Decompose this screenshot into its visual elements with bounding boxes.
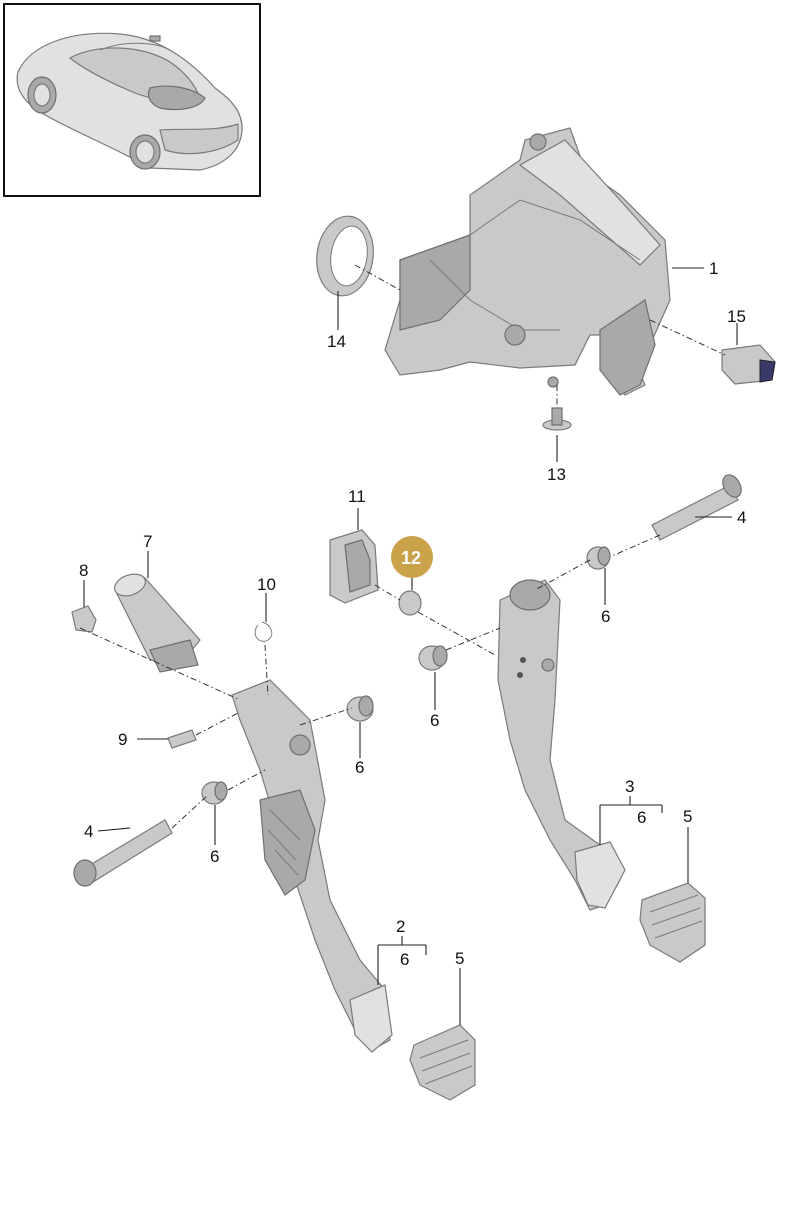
bolt-13: [542, 407, 572, 431]
pedal-pad-5-left: [409, 1024, 476, 1101]
callout-8: 8: [79, 561, 88, 580]
brake-pedal-3: [497, 579, 626, 911]
axle-4-left: [73, 819, 173, 887]
callout-11: 11: [348, 487, 366, 506]
callout-2: 2: [396, 917, 405, 936]
clip-12: [398, 590, 422, 616]
clutch-pedal-2: [231, 679, 393, 1053]
leader-lines: [83, 267, 738, 1025]
connector-15: [721, 344, 776, 385]
bushing-6-b: [418, 645, 448, 671]
callout-6-d: 6: [210, 847, 219, 866]
callout-9: 9: [118, 730, 127, 749]
callout-labels: 1 15 14 13 11 4 12 7 8 10 6 6 9 6 3 6 5 …: [79, 259, 746, 969]
callout-4-top: 4: [737, 508, 746, 527]
callout-6-c: 6: [355, 758, 364, 777]
highlight-circle-12: [391, 536, 433, 578]
sensor-11: [329, 529, 379, 604]
pedal-bracket-1: [384, 127, 671, 396]
callout-5-right: 5: [683, 807, 692, 826]
motor-7: [113, 573, 201, 673]
callout-2-sub: 6: [400, 950, 409, 969]
bushing-6-c: [346, 695, 374, 722]
callout-1: 1: [709, 259, 718, 278]
assembly-lines: [79, 264, 726, 829]
pedal-pad-5-right: [639, 882, 706, 963]
callout-7: 7: [143, 532, 152, 551]
callout-14: 14: [327, 332, 346, 351]
callout-3: 3: [625, 777, 634, 796]
pin-9: [167, 729, 197, 749]
callout-13: 13: [547, 465, 566, 484]
spring-clip-10: [254, 621, 273, 642]
callout-12: 12: [401, 548, 421, 568]
callout-3-sub: 6: [637, 808, 646, 827]
bushing-6-a: [586, 546, 611, 570]
callout-6-a: 6: [601, 607, 610, 626]
callout-5-left: 5: [455, 949, 464, 968]
car-icon: [16, 32, 243, 171]
callout-6-b: 6: [430, 711, 439, 730]
callout-15: 15: [727, 307, 746, 326]
vehicle-thumbnail: [3, 3, 261, 197]
axle-4-top: [651, 474, 742, 541]
bushing-6-d: [201, 781, 228, 805]
callout-10: 10: [257, 575, 276, 594]
callout-4-left: 4: [84, 822, 93, 841]
seal-ring-14: [316, 215, 374, 297]
clip-8: [71, 605, 97, 633]
